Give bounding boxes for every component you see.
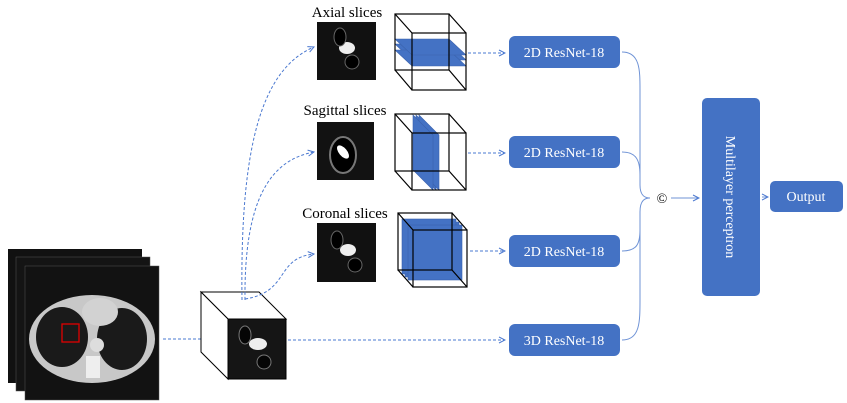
roi-box <box>61 323 80 343</box>
output-block: Output <box>770 181 843 212</box>
ct-slice-front <box>24 265 160 401</box>
resnet-label: 3D ResNet-18 <box>524 334 605 349</box>
arrow-to-coronal <box>244 254 314 300</box>
resnet-2d-sagittal: 2D ResNet-18 <box>509 136 620 168</box>
axial-slice-image <box>317 22 376 80</box>
merge-line-sagittal <box>621 151 641 176</box>
axial-label: Axial slices <box>312 5 383 21</box>
resnet-label: 2D ResNet-18 <box>524 46 605 61</box>
sagittal-slice-image <box>317 122 374 180</box>
coronal-label: Coronal slices <box>302 206 388 222</box>
resnet-label: 2D ResNet-18 <box>524 146 605 161</box>
coronal-cube <box>397 212 468 288</box>
mlp-block: Multilayer perceptron <box>702 98 760 296</box>
ct-scan-stack <box>8 249 160 401</box>
arrow-to-sagittal <box>244 152 314 301</box>
concat-symbol: © <box>657 192 668 207</box>
roi-cube <box>199 290 288 381</box>
sagittal-cube <box>394 113 467 191</box>
resnet-2d-axial: 2D ResNet-18 <box>509 36 620 68</box>
resnet-label: 2D ResNet-18 <box>524 245 605 260</box>
resnet-2d-coronal: 2D ResNet-18 <box>509 235 620 267</box>
merge-line-bottom <box>621 197 651 341</box>
merge-line-top <box>621 51 651 199</box>
axial-cube <box>394 13 467 91</box>
mlp-label: Multilayer perceptron <box>722 136 737 258</box>
sagittal-label: Sagittal slices <box>304 103 387 119</box>
output-label: Output <box>787 190 826 205</box>
resnet-3d: 3D ResNet-18 <box>509 324 620 356</box>
arrow-to-axial <box>241 47 314 301</box>
merge-line-coronal <box>621 229 641 252</box>
coronal-slice-image <box>317 223 376 282</box>
